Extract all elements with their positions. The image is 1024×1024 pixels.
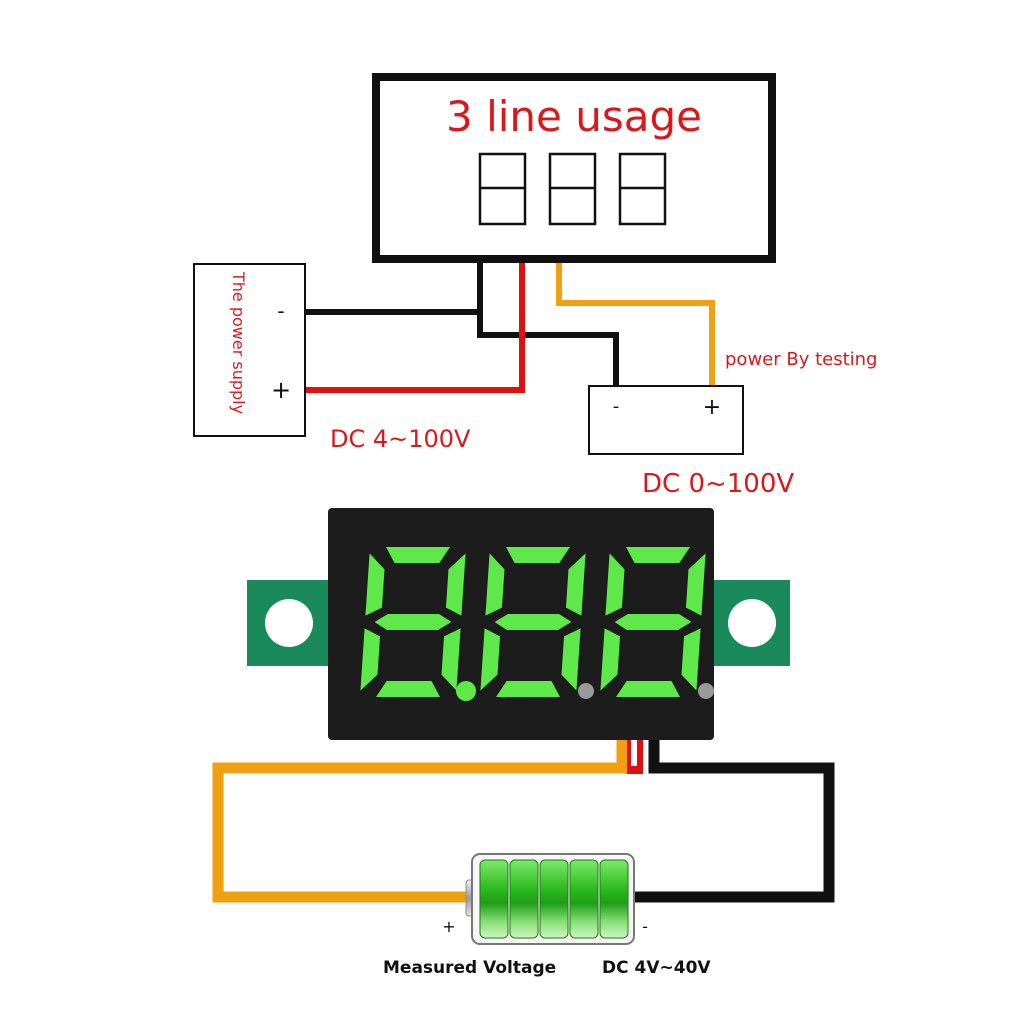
- seven-segment-digits: [360, 547, 714, 701]
- battery-cell: [569, 859, 599, 939]
- digit-placeholders: [478, 152, 667, 226]
- module-outline: [372, 73, 776, 263]
- supply-voltage-label: DC 4~100V: [330, 425, 471, 453]
- power-supply-label: The power supply: [229, 271, 248, 414]
- decimal-point-2: [578, 683, 594, 699]
- segment-d: [496, 681, 560, 697]
- black-wire-supply-minus: [305, 262, 483, 315]
- segment-f: [485, 553, 505, 616]
- battery-cell: [599, 859, 629, 939]
- measured-range-label: DC 4V~40V: [602, 958, 711, 978]
- load-plus: +: [703, 395, 721, 420]
- segment-b: [565, 553, 586, 616]
- digit-2: [480, 547, 594, 699]
- black-ground-wire: [630, 740, 835, 903]
- battery-plus-sign: +: [442, 917, 455, 936]
- diagram-title: 3 line usage: [446, 92, 702, 141]
- power-supply-plus: +: [271, 376, 291, 404]
- segment-d: [616, 681, 680, 697]
- segment-c: [561, 628, 581, 691]
- decimal-point-1: [456, 681, 476, 701]
- segment-d: [376, 681, 440, 697]
- segment-e: [480, 628, 501, 691]
- segment-b: [445, 553, 466, 616]
- battery-icon: [465, 853, 635, 945]
- digit-1: [360, 547, 476, 701]
- segment-a: [626, 547, 690, 563]
- segment-f: [605, 553, 625, 616]
- red-wire-gap: [631, 740, 637, 766]
- digit-3: [600, 547, 714, 699]
- bottom-wires: [212, 740, 835, 903]
- load-minus: -: [613, 396, 620, 417]
- battery-cell: [479, 859, 509, 939]
- battery-cell: [509, 859, 539, 939]
- battery-cell: [539, 859, 569, 939]
- segment-g: [374, 614, 452, 630]
- battery-minus-sign: -: [642, 917, 648, 936]
- segment-f: [365, 553, 385, 616]
- segment-c: [441, 628, 461, 691]
- decimal-point-3: [698, 683, 714, 699]
- voltmeter-module: [247, 508, 790, 740]
- load-voltage-label: DC 0~100V: [642, 469, 794, 499]
- segment-a: [386, 547, 450, 563]
- mount-hole-right: [728, 599, 776, 647]
- orange-wire-load-plus: [556, 262, 715, 386]
- top-wires: [305, 262, 715, 393]
- orange-signal-wire: [212, 740, 628, 903]
- red-wire-supply-plus: [305, 262, 525, 393]
- segment-g: [614, 614, 692, 630]
- load-label: power By testing: [725, 349, 877, 370]
- segment-e: [360, 628, 381, 691]
- segment-g: [494, 614, 572, 630]
- mount-hole-left: [265, 599, 313, 647]
- segment-b: [685, 553, 706, 616]
- power-supply-minus: -: [277, 299, 284, 323]
- power-supply-box: [193, 263, 306, 437]
- black-wire-load-minus: [477, 312, 619, 386]
- segment-e: [600, 628, 621, 691]
- measured-voltage-label: Measured Voltage: [383, 958, 556, 978]
- segment-a: [506, 547, 570, 563]
- load-box: [588, 385, 744, 455]
- segment-c: [681, 628, 701, 691]
